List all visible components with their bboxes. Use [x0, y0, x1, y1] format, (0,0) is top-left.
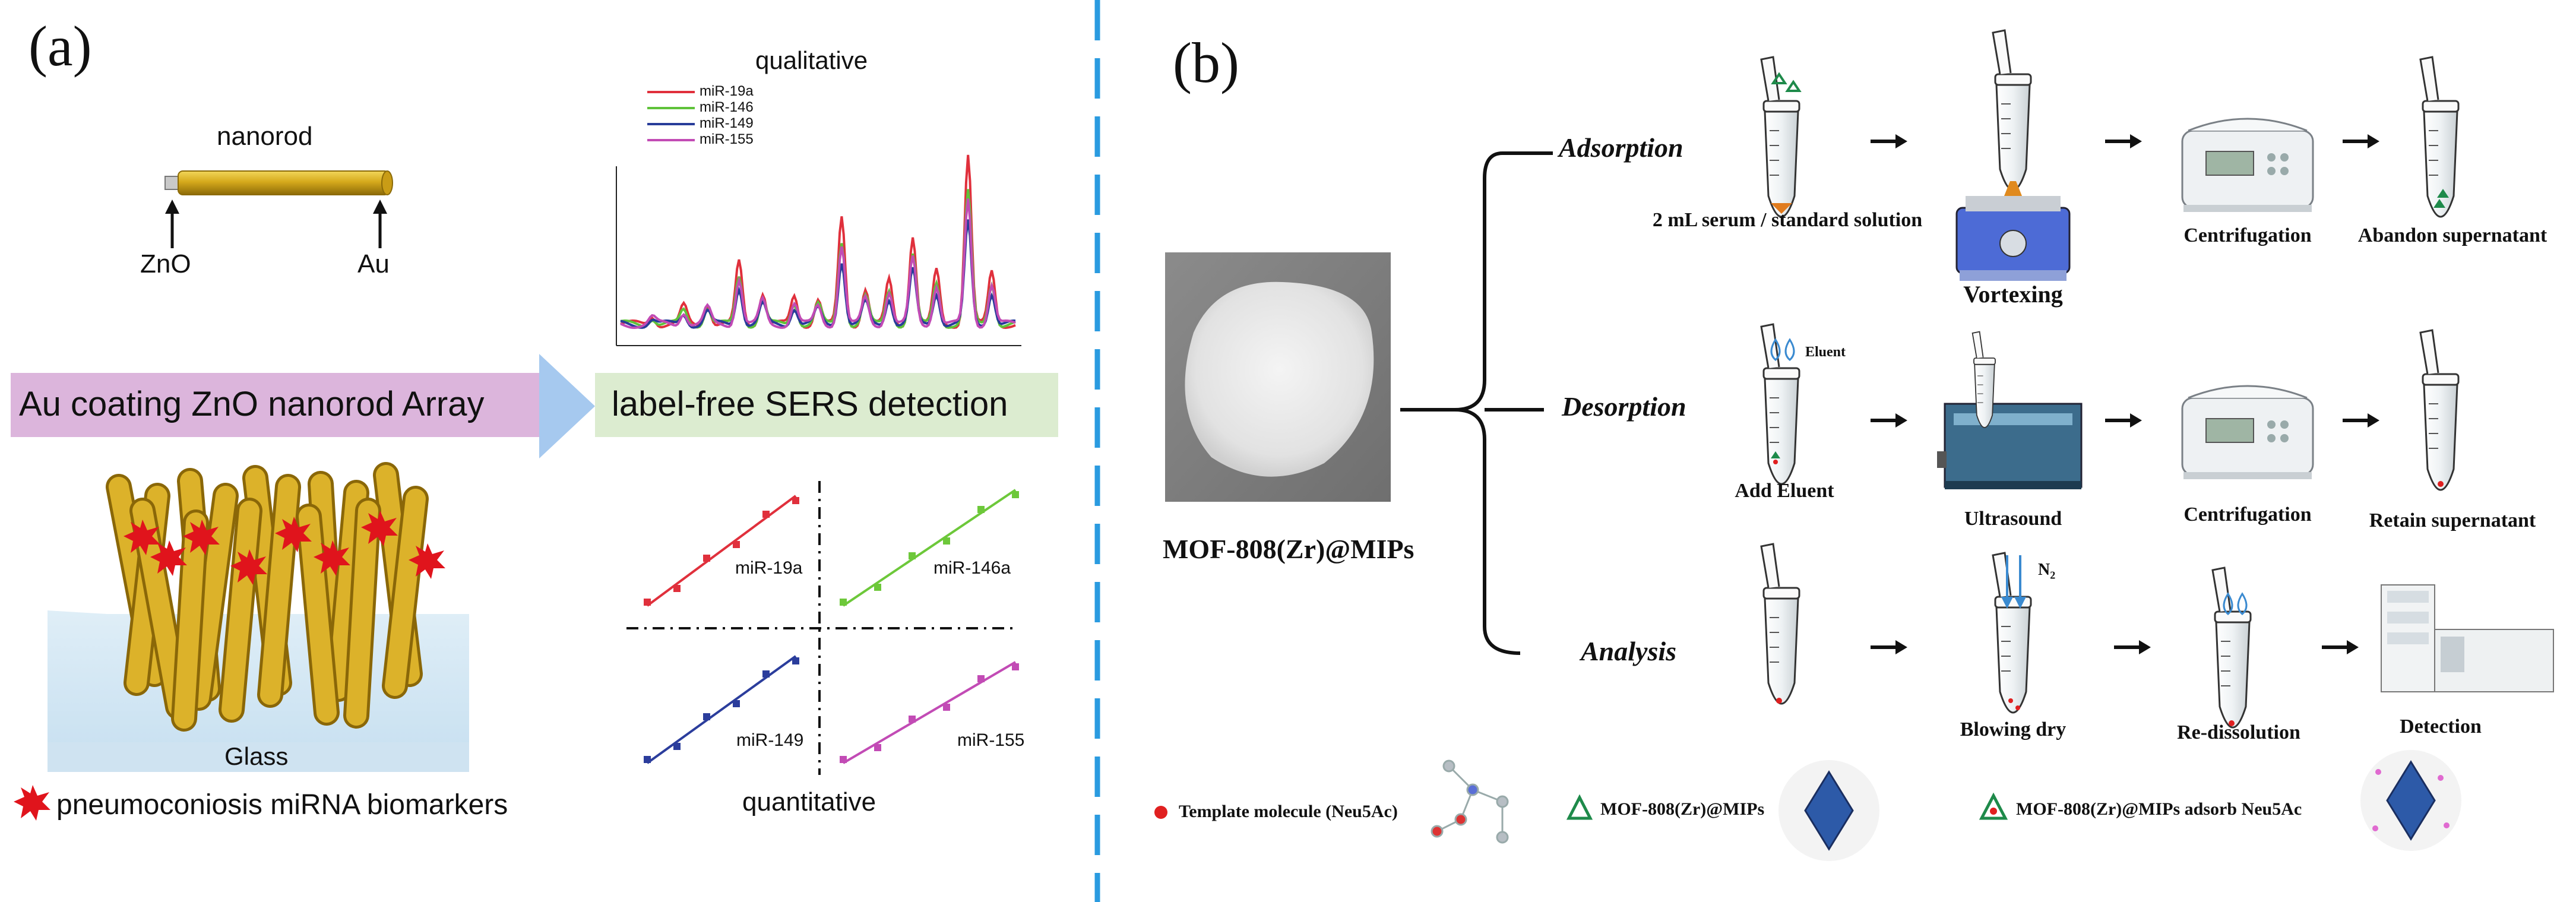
calibration-point — [874, 584, 881, 591]
step-label: Vortexing — [1963, 281, 2063, 308]
step-label: Blowing dry — [1960, 719, 2067, 740]
calib-label: miR-146a — [933, 558, 1011, 578]
mof-crystal-cluster-1 — [1778, 760, 1879, 861]
sers-spectra-plot — [616, 91, 1021, 346]
step-label: Add Eluent — [1735, 480, 1834, 502]
calibration-point — [874, 744, 881, 751]
calibration-point — [733, 700, 740, 707]
mirna-star-icon — [14, 785, 50, 821]
single-nanorod-icon — [164, 170, 393, 248]
mirna-legend-text: pneumoconiosis miRNA biomarkers — [56, 789, 508, 821]
glass-label: Glass — [224, 742, 289, 770]
step-label: Centrifugation — [2183, 224, 2312, 246]
branch-brace — [1400, 151, 1553, 655]
calibration-point — [943, 537, 950, 545]
legend-mof-text: MOF-808(Zr)@MIPs — [1600, 799, 1765, 819]
stage-desorption: Desorption — [1562, 391, 1686, 422]
zno-label: ZnO — [140, 249, 191, 278]
stage-analysis: Analysis — [1581, 636, 1677, 666]
calibration-point — [703, 555, 710, 562]
n2-tag: N2 — [2038, 561, 2056, 581]
spectrum-line — [620, 189, 1016, 329]
ultrasound-bath — [1937, 403, 2083, 489]
calibration-point — [644, 756, 651, 763]
nanorod — [328, 483, 366, 699]
panel-a-letter: (a) — [29, 14, 92, 78]
calibration-point — [792, 657, 799, 664]
calibration-fit-line — [646, 655, 797, 764]
legend-adsorb-text: MOF-808(Zr)@MIPs adsorb Neu5Ac — [2016, 799, 2302, 819]
calibration-point — [977, 675, 985, 682]
calibration-fit-line — [646, 495, 797, 607]
lc-ms-instrument — [2381, 584, 2554, 692]
calibration-fit-line — [842, 489, 1017, 607]
nanorod — [299, 507, 337, 723]
desorption-row — [1760, 323, 2460, 491]
au-label: Au — [357, 249, 390, 278]
mof-crystal-cluster-2 — [2360, 750, 2461, 851]
nanorod — [189, 486, 236, 708]
stage-adsorption: Adsorption — [1559, 132, 1683, 163]
legend-icons-b — [1154, 750, 2461, 861]
spectra-legend-item: miR-155 — [700, 131, 754, 147]
nanorod-array — [106, 462, 445, 732]
step-label: Centrifugation — [2183, 504, 2312, 526]
calibration-plots — [626, 481, 1019, 775]
calibration-point — [909, 552, 916, 559]
calibration-point — [1012, 491, 1019, 498]
step-label: Detection — [2400, 716, 2482, 738]
sers-banner-text: label-free SERS detection — [612, 385, 1008, 423]
calibration-point — [673, 585, 681, 592]
legend-template-text: Template molecule (Neu5Ac) — [1179, 802, 1398, 821]
adsorption-row — [1760, 29, 2460, 281]
spectra-legend: miR-19a miR-146 miR-149 miR-155 — [700, 83, 754, 147]
nanorod — [174, 512, 206, 729]
spectra-title: qualitative — [755, 46, 868, 74]
nanorod — [385, 489, 426, 696]
calibration-point — [762, 511, 770, 518]
banner-arrow — [11, 354, 1058, 458]
array-banner-text: Au coating ZnO nanorod Array — [19, 385, 485, 423]
mof-powder-photo — [1165, 252, 1391, 502]
vortex-mixer — [1955, 181, 2071, 281]
spectrum-line — [620, 198, 1016, 330]
calibration-point — [792, 497, 799, 504]
spectra-legend-item: miR-149 — [700, 115, 754, 131]
nanorod-title: nanorod — [217, 122, 313, 151]
calibration-point — [673, 743, 681, 750]
calibration-point — [644, 599, 651, 606]
material-label: MOF-808(Zr)@MIPs — [1163, 534, 1414, 564]
calibration-point — [1012, 663, 1019, 670]
step-label: Ultrasound — [1964, 508, 2062, 530]
calibration-point — [840, 756, 847, 763]
calibration-title: quantitative — [742, 787, 876, 816]
nanorod — [221, 501, 260, 720]
calib-label: miR-149 — [736, 730, 804, 750]
nanorod — [346, 501, 378, 726]
spectra-legend-item: miR-19a — [700, 83, 754, 99]
step-label: Retain supernatant — [2369, 509, 2536, 531]
calibration-point — [909, 716, 916, 723]
calib-label: miR-155 — [957, 730, 1025, 750]
step-label: Abandon supernatant — [2357, 224, 2547, 246]
calibration-point — [840, 599, 847, 606]
calibration-fit-line — [842, 661, 1017, 764]
spectra-legend-item: miR-146 — [700, 99, 754, 115]
calibration-point — [943, 704, 950, 711]
calib-label: miR-19a — [735, 558, 803, 578]
calibration-point — [977, 506, 985, 513]
step-label: Re-dissolution — [2177, 721, 2300, 743]
calibration-point — [762, 670, 770, 678]
panel-b-letter: (b) — [1173, 31, 1239, 94]
eluent-tag: Eluent — [1805, 344, 1846, 360]
analysis-row — [1760, 543, 2554, 729]
step-label: 2 mL serum / standard solution — [1652, 209, 1923, 231]
neu5ac-molecule — [1431, 759, 1509, 844]
calibration-point — [703, 713, 710, 720]
calibration-point — [733, 541, 740, 548]
